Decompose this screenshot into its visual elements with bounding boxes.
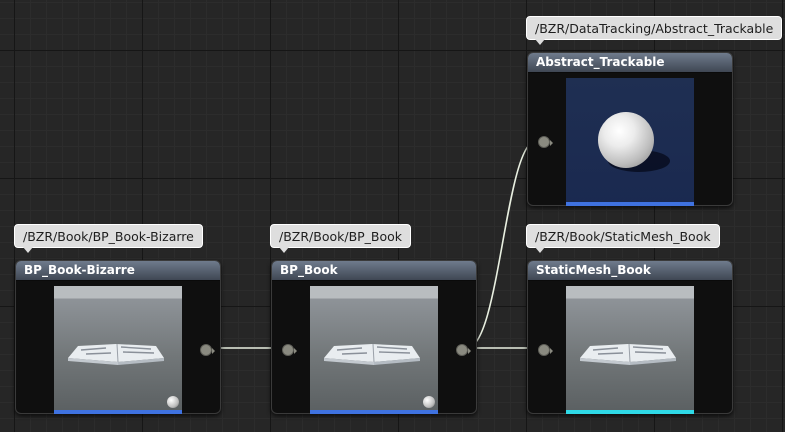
sphere-icon xyxy=(598,112,654,168)
path-label-bp-book: /BZR/Book/BP_Book xyxy=(270,224,412,253)
book-icon xyxy=(324,343,420,365)
asset-type-bar xyxy=(54,410,182,414)
path-label-staticmesh-book: /BZR/Book/StaticMesh_Book xyxy=(526,224,720,253)
asset-type-bar xyxy=(566,410,694,414)
book-thumbnail xyxy=(54,286,182,414)
book-icon xyxy=(68,343,164,365)
book-thumbnail xyxy=(566,286,694,414)
asset-type-bar xyxy=(566,202,694,206)
output-pin[interactable] xyxy=(200,344,215,356)
asset-type-bar xyxy=(310,410,438,414)
blueprint-badge-icon xyxy=(167,396,179,408)
input-pin[interactable] xyxy=(538,136,553,148)
node-abstract-trackable[interactable]: Abstract_Trackable xyxy=(527,52,733,206)
output-pin[interactable] xyxy=(456,344,471,356)
node-title: BP_Book-Bizarre xyxy=(16,261,220,281)
path-label-abstract-trackable: /BZR/DataTracking/Abstract_Trackable xyxy=(526,16,783,45)
node-title: StaticMesh_Book xyxy=(528,261,732,281)
book-icon xyxy=(580,343,676,365)
node-title: Abstract_Trackable xyxy=(528,53,732,73)
node-title: BP_Book xyxy=(272,261,476,281)
node-bp-book[interactable]: BP_Book xyxy=(271,260,477,414)
blueprint-badge-icon xyxy=(423,396,435,408)
book-thumbnail xyxy=(310,286,438,414)
input-pin[interactable] xyxy=(282,344,297,356)
node-bp-book-bizarre[interactable]: BP_Book-Bizarre xyxy=(15,260,221,414)
input-pin[interactable] xyxy=(538,344,553,356)
path-label-bp-book-bizarre: /BZR/Book/BP_Book-Bizarre xyxy=(14,224,203,253)
sphere-thumbnail xyxy=(566,78,694,206)
node-staticmesh-book[interactable]: StaticMesh_Book xyxy=(527,260,733,414)
